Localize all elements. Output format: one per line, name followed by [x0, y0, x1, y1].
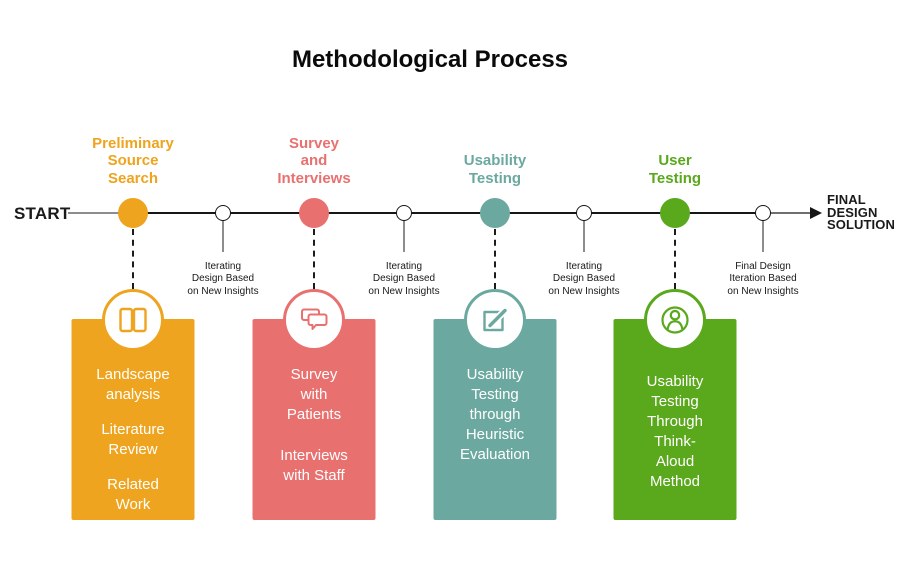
iteration-node-dot: [396, 205, 412, 221]
milestone-dot: [480, 198, 510, 228]
milestone-dot: [660, 198, 690, 228]
iteration-label: Final Design Iteration Based on New Insi…: [727, 261, 799, 297]
chat-bubbles-icon: [283, 289, 345, 351]
stage-heading: Survey and Interviews: [277, 134, 351, 187]
connector-stem-line: [222, 214, 224, 252]
connector-stem-line: [762, 214, 764, 252]
card-text: Landscape analysis: [96, 366, 170, 403]
iteration-node-dot: [576, 205, 592, 221]
milestone-dot: [299, 198, 329, 228]
card-text: Literature Review: [101, 421, 165, 458]
card-text: Usability Testing Through Think- Aloud M…: [646, 373, 704, 490]
stage-card: Usability Testing Through Think- Aloud M…: [613, 319, 737, 520]
arrow-right-icon: [810, 206, 822, 219]
timeline-start-segment: [68, 212, 120, 214]
card-text: Survey with Patients: [286, 366, 342, 423]
card-text: Interviews with Staff: [280, 447, 348, 484]
iteration-label: Iterating Design Based on New Insights: [187, 261, 259, 297]
open-book-icon: [102, 289, 164, 351]
stage-heading: Usability Testing: [463, 152, 527, 187]
connector-stem-line: [583, 214, 585, 252]
timeline-arrow-segment: [770, 212, 812, 214]
edit-pencil-icon: [464, 289, 526, 351]
iteration-node-dot: [755, 205, 771, 221]
stage-card: Landscape analysis Literature Review Rel…: [71, 319, 195, 520]
timeline-start-label: START: [14, 204, 71, 223]
connector-stem-line: [403, 214, 405, 252]
card-text: Usability Testing through Heuristic Eval…: [459, 366, 531, 463]
iteration-label: Iterating Design Based on New Insights: [548, 261, 620, 297]
dashed-connector-line: [313, 229, 315, 289]
timeline-axis-line: [118, 212, 772, 214]
page-title: Methodological Process: [291, 46, 569, 73]
iteration-label: Iterating Design Based on New Insights: [368, 261, 440, 297]
stage-heading: Preliminary Source Search: [92, 134, 174, 187]
dashed-connector-line: [494, 229, 496, 289]
stage-card: Survey with Patients Interviews with Sta…: [252, 319, 376, 520]
dashed-connector-line: [132, 229, 134, 289]
card-text: Related Work: [107, 476, 159, 513]
dashed-connector-line: [674, 229, 676, 289]
stage-card: Usability Testing through Heuristic Eval…: [433, 319, 557, 520]
user-icon: [644, 289, 706, 351]
iteration-node-dot: [215, 205, 231, 221]
timeline-end-label: FINAL DESIGN SOLUTION: [827, 192, 895, 233]
milestone-dot: [118, 198, 148, 228]
stage-heading: User Testing: [648, 152, 702, 187]
